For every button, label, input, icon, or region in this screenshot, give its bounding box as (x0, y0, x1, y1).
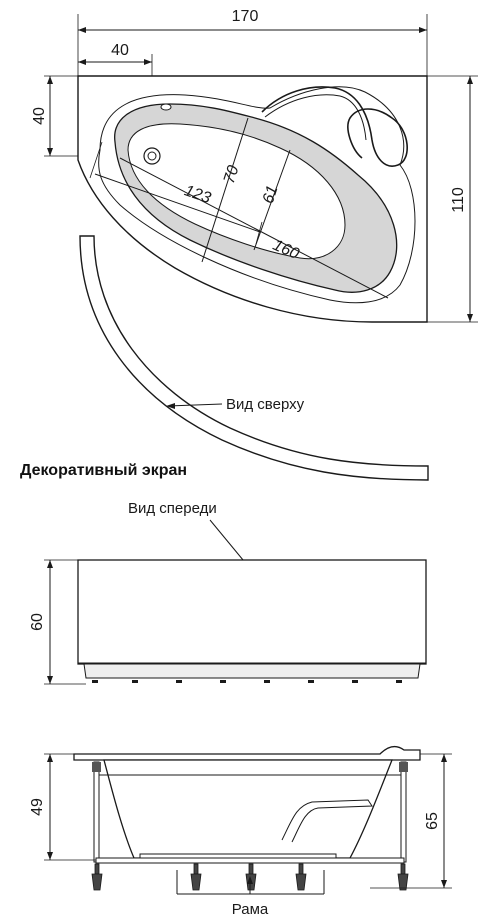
dim-overall-width: 170 (78, 8, 427, 33)
frame-leader: Рама (176, 870, 325, 918)
note-frame: Рама (232, 901, 269, 918)
note-front-view: Вид спереди (128, 500, 217, 517)
screen-front-panel (77, 559, 427, 665)
dim-61-label: 61 (260, 184, 282, 206)
dim-170-label: 170 (232, 8, 259, 25)
dim-110-label: 110 (450, 187, 467, 213)
dim-70-label: 70 (221, 163, 243, 185)
dim-49-label: 49 (29, 798, 46, 816)
dim-screen-height: 60 (29, 559, 86, 685)
tub-rim-contour (98, 86, 416, 304)
tub-seat-side (281, 799, 373, 843)
dim-inner-offset-x: 40 (78, 42, 152, 65)
screen-base (83, 663, 421, 679)
frame (92, 761, 408, 864)
dim-inner-offset-y: 40 (31, 76, 53, 156)
screen-top-view (79, 235, 429, 481)
side-view: 49 65 Рама (29, 745, 452, 918)
section-heading: Декоративный экран (20, 462, 187, 479)
screen-feet (92, 680, 402, 683)
dim-40-horizontal-label: 40 (111, 42, 129, 59)
dim-60-label: 60 (29, 613, 46, 631)
note-top-view: Вид сверху (226, 396, 305, 413)
dim-65-label: 65 (424, 812, 441, 830)
drain-icon (143, 147, 161, 165)
dim-overall-depth: 110 (450, 76, 473, 322)
top-view: 170 40 40 110 (31, 8, 478, 481)
dim-left-height: 49 (29, 753, 96, 861)
dim-inner-width-70: 70 (201, 117, 249, 263)
overflow-icon (160, 103, 172, 111)
tub-rim-side (73, 745, 421, 761)
tub-floor (127, 123, 346, 260)
decorative-screen-section: Декоративный экран Вид спереди 60 (20, 462, 427, 685)
headrest-loop (261, 86, 408, 167)
dim-inner-width-61: 61 (253, 149, 291, 251)
dim-40-vertical-label: 40 (31, 107, 48, 125)
dim-right-height: 65 (370, 753, 452, 889)
